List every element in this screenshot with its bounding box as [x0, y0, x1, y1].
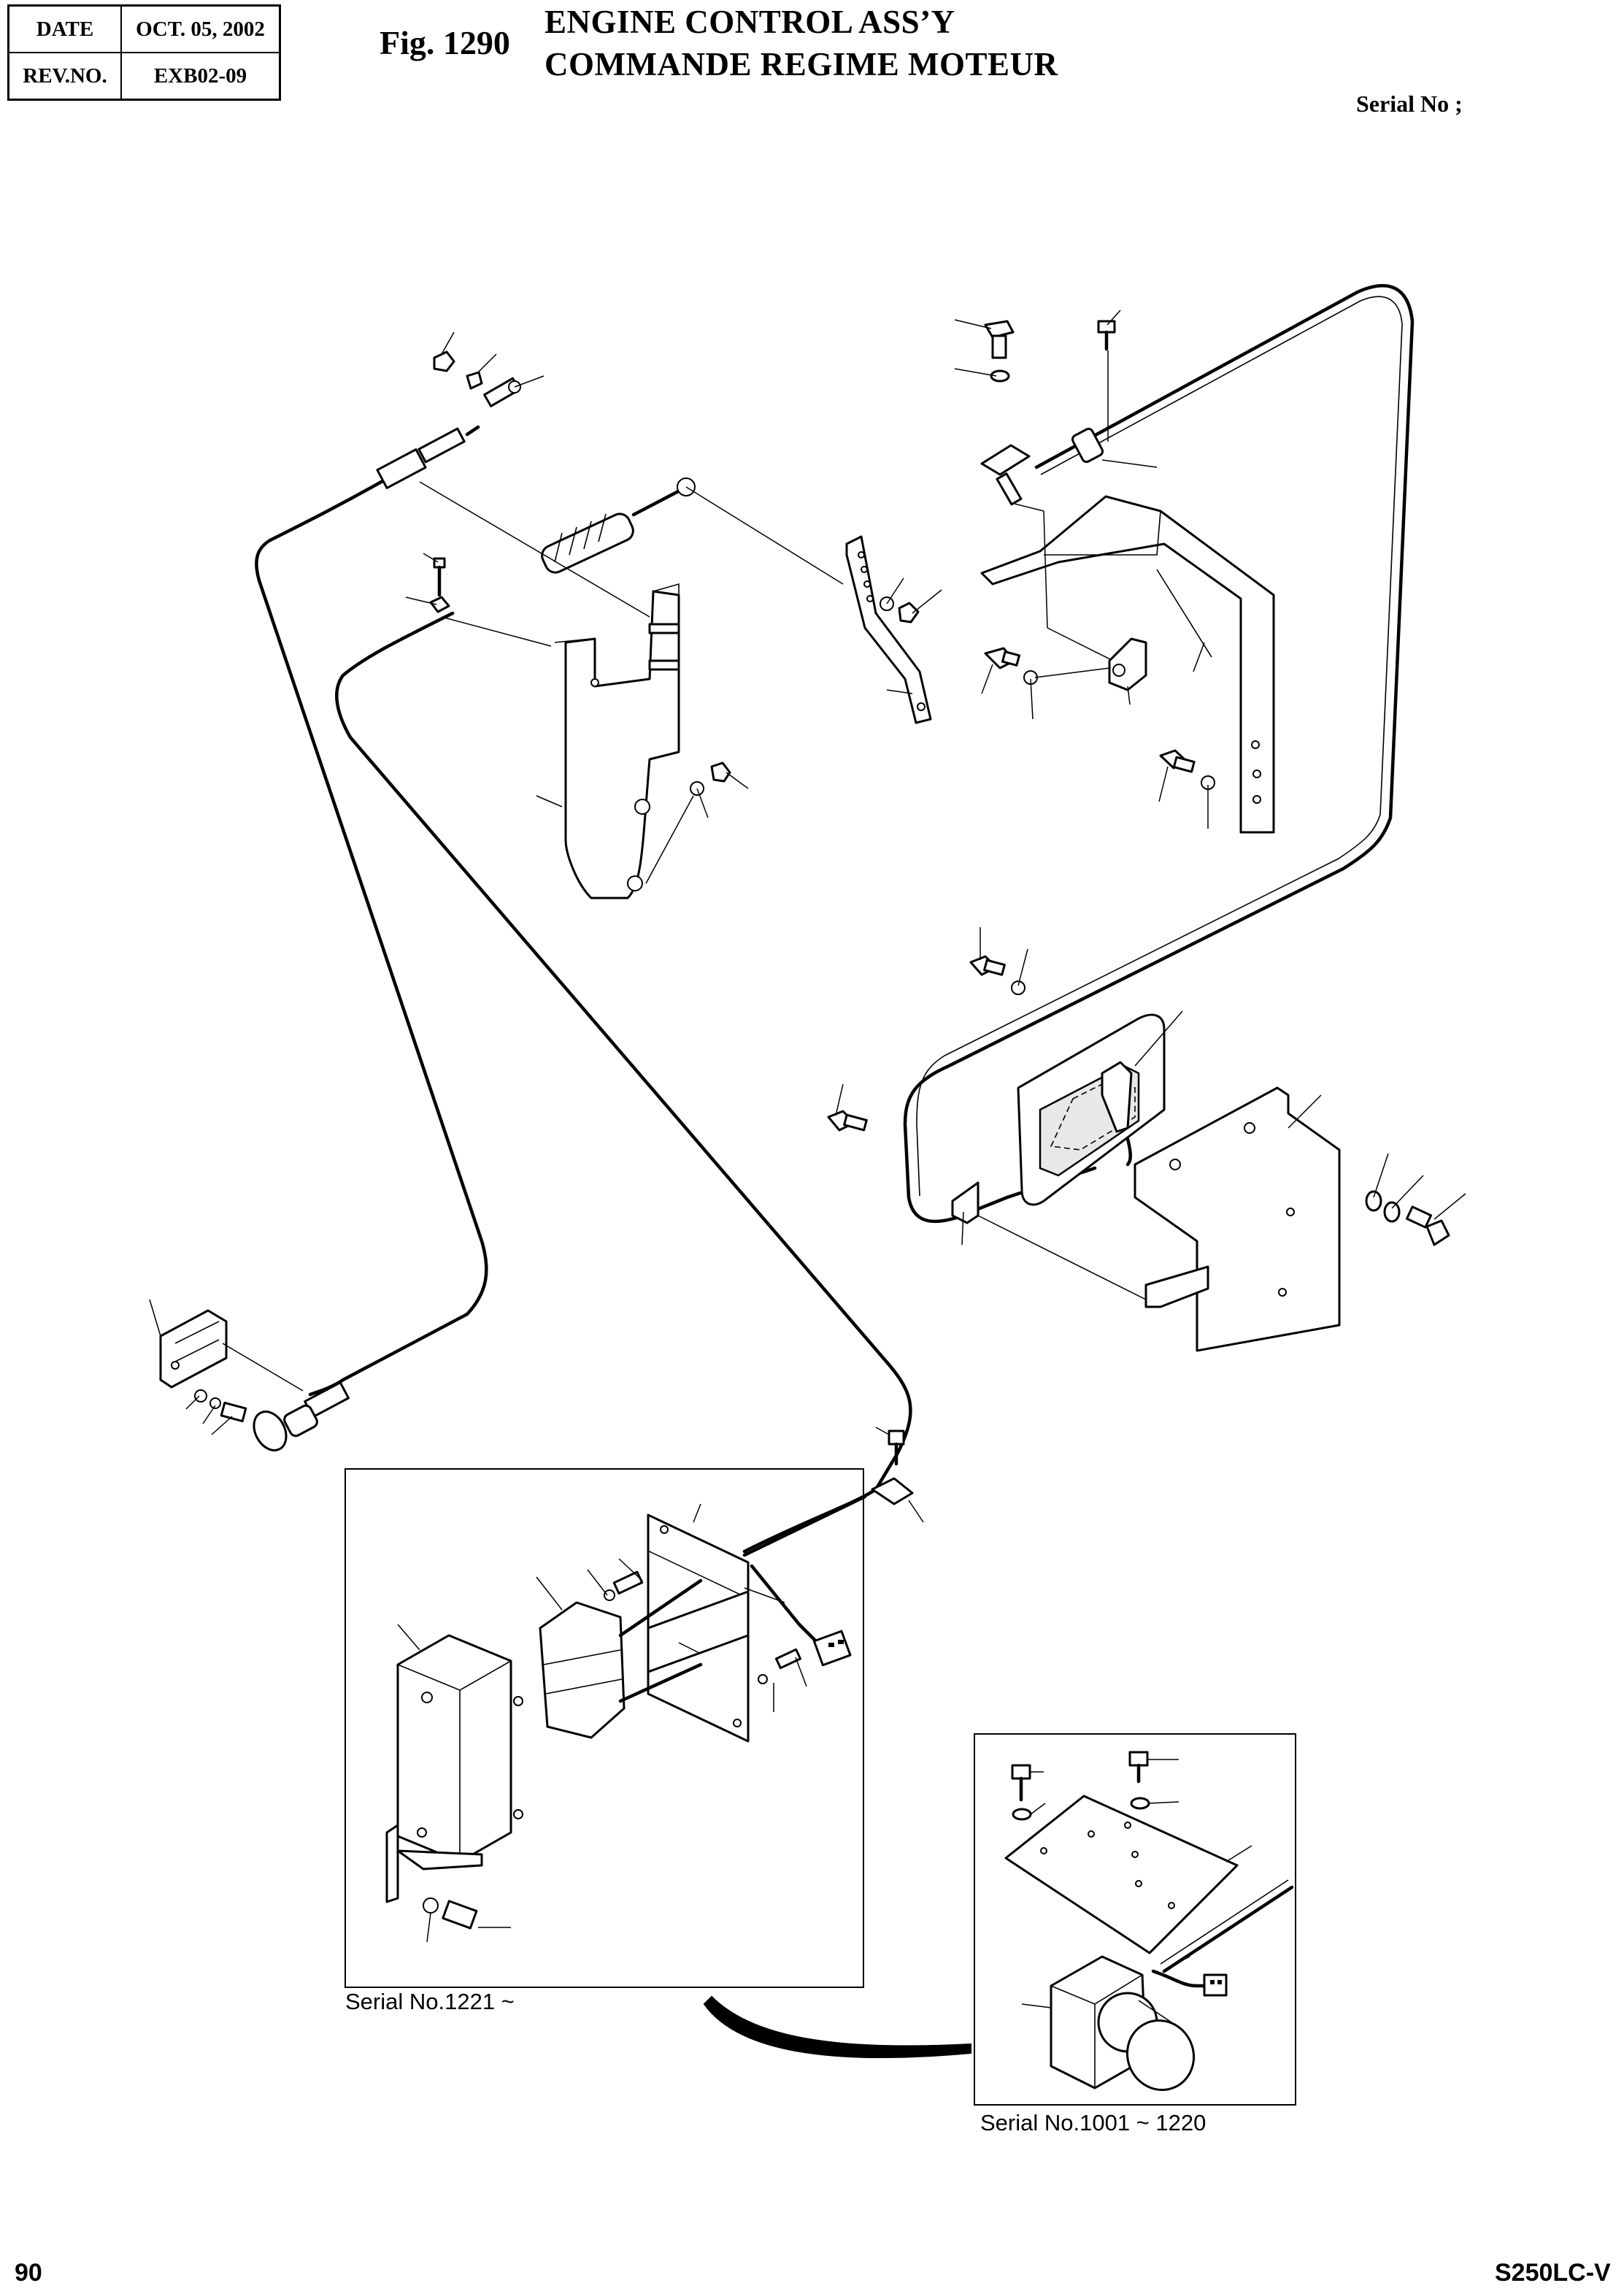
- throttle-cable-c: [903, 284, 1415, 1224]
- cable-clamp-low: [871, 1477, 914, 1505]
- model-code: S250LC-V: [1495, 2259, 1611, 2287]
- cable-bracket-center: [564, 583, 680, 899]
- cable-bracket-right: [980, 495, 1275, 834]
- nut-top: [433, 350, 521, 407]
- bolt-top-right-b: [1097, 320, 1116, 351]
- inset-a-caption: Serial No.1221 ~: [345, 1989, 515, 2014]
- inset-b-caption: Serial No.1001 ~ 1220: [980, 2110, 1207, 2135]
- inset-link-arrow: [703, 1995, 971, 2059]
- figure-number: Fig. 1290: [380, 24, 510, 61]
- cable-end-fitting-left: [253, 1381, 350, 1451]
- title-french: COMMANDE REGIME MOTEUR: [544, 46, 1058, 82]
- inset-b-parts: [1004, 1751, 1294, 2091]
- header-info-table: DATE OCT. 05, 2002 REV.NO. EXB02-09: [7, 4, 281, 101]
- mounting-plate-right: [1134, 1086, 1341, 1352]
- speed-lever: [845, 535, 932, 724]
- bolt-top-right-a: [984, 320, 1015, 383]
- bracket-left: [159, 1309, 228, 1389]
- serial-label: Serial No ;: [1356, 91, 1463, 117]
- cable-boot: [541, 477, 696, 574]
- date-label: DATE: [7, 4, 122, 53]
- bolt-panel-left: [827, 1110, 868, 1132]
- page-number: 90: [15, 2259, 42, 2287]
- rev-value: EXB02-09: [120, 52, 281, 101]
- bolt-small-left: [429, 557, 450, 613]
- bracket-nut: [690, 761, 731, 796]
- bolt-mid-right: [969, 955, 1025, 995]
- cable-end-fitting-top: [376, 425, 480, 489]
- date-value: OCT. 05, 2002: [120, 4, 281, 53]
- bolt-right-plate: [1365, 1190, 1450, 1246]
- throttle-cable-a: [255, 472, 488, 1397]
- bolt-left: [194, 1389, 247, 1423]
- inset-a-parts: [385, 1494, 867, 1930]
- rev-label: REV.NO.: [7, 52, 122, 101]
- pivot-bolt: [984, 647, 1038, 685]
- inset-a-frame: [345, 1468, 864, 1988]
- bolt-inset-top: [888, 1430, 905, 1466]
- cable-clamp-mid: [951, 1181, 980, 1224]
- bracket-bolt-right: [1159, 749, 1215, 790]
- lever-nut: [880, 596, 920, 623]
- pivot-block: [1108, 637, 1147, 691]
- cable-clamp-top: [980, 427, 1104, 506]
- title-english: ENGINE CONTROL ASS’Y: [544, 4, 955, 40]
- inset-b-frame: [974, 1733, 1296, 2106]
- control-panel: [1017, 1013, 1166, 1206]
